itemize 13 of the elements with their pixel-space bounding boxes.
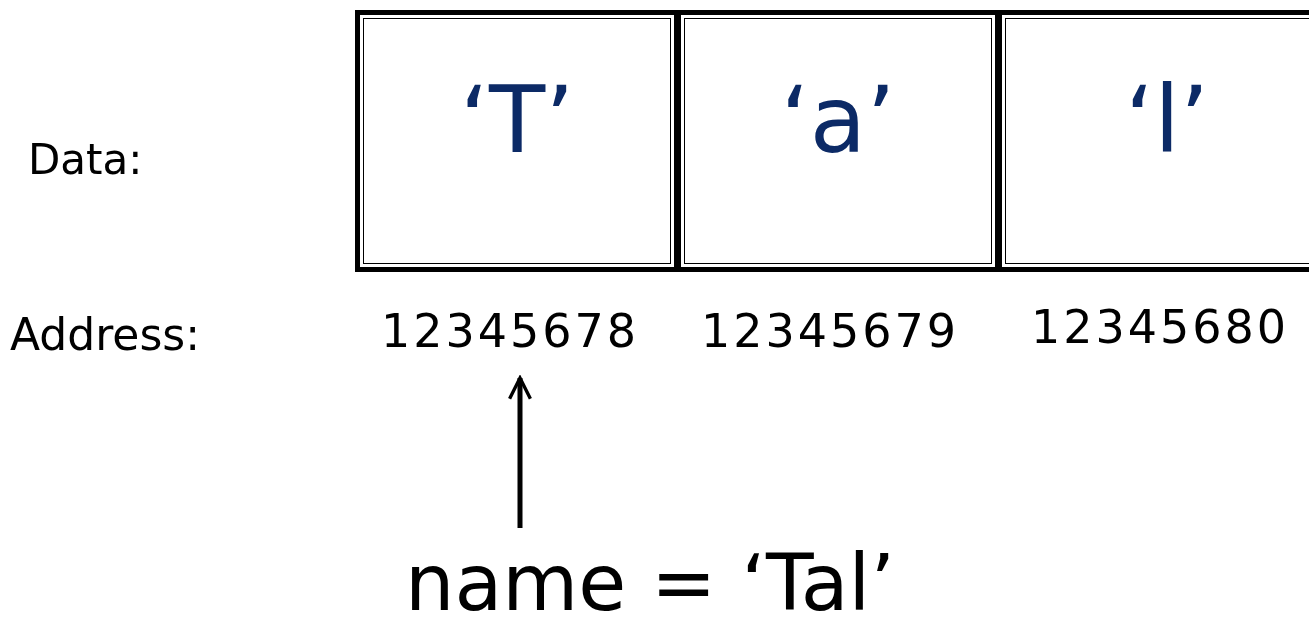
- memory-address: 12345679: [700, 302, 960, 360]
- cell-value: ‘l’: [1124, 75, 1210, 167]
- memory-cell: [997, 10, 1309, 272]
- cell-value: ‘T’: [459, 75, 575, 167]
- memory-address: 12345680: [1030, 298, 1290, 356]
- code-statement: name = ‘Tal’: [405, 544, 895, 622]
- memory-address: 12345678: [380, 302, 640, 360]
- memory-cell: [676, 10, 1000, 272]
- row-label: Address:: [10, 308, 201, 362]
- cell-value: ‘a’: [780, 75, 896, 167]
- arrow: [507, 376, 533, 528]
- row-label: Data:: [28, 134, 143, 186]
- memory-cell: [355, 10, 679, 272]
